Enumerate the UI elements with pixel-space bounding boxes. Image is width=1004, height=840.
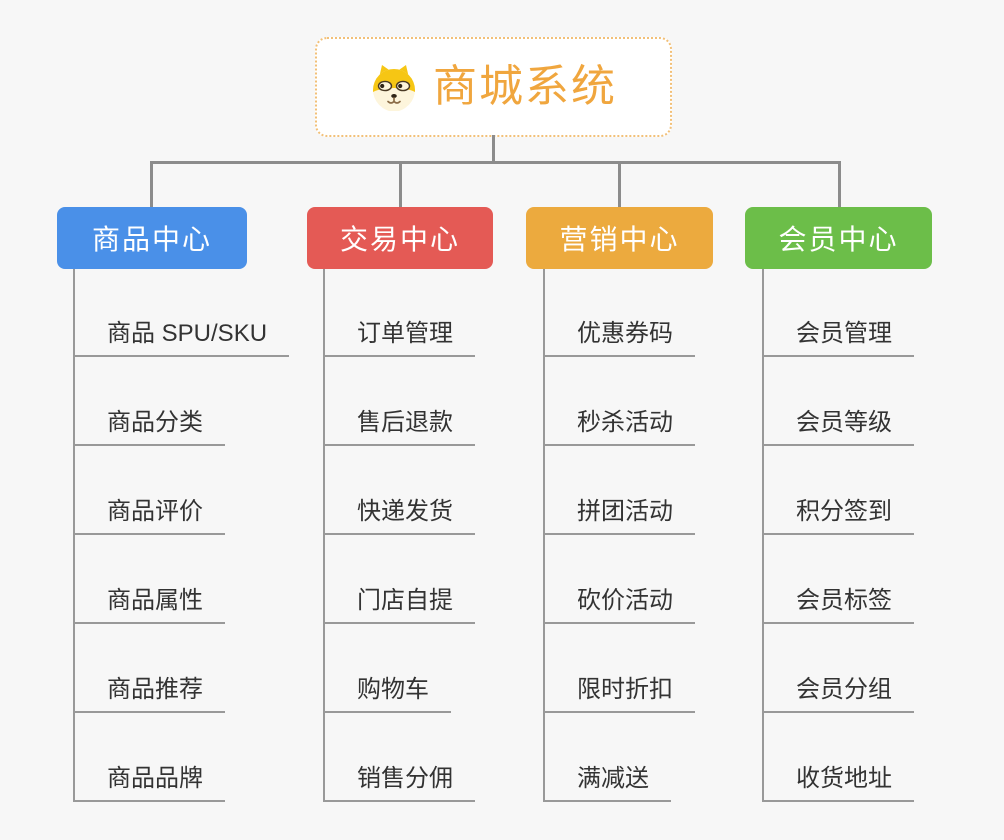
- leaf-node[interactable]: 快递发货: [323, 489, 475, 535]
- branch-node[interactable]: 营销中心: [526, 207, 713, 269]
- branch-node[interactable]: 会员中心: [745, 207, 932, 269]
- leaf-node[interactable]: 收货地址: [762, 756, 914, 802]
- leaf-node[interactable]: 会员等级: [762, 400, 914, 446]
- leaf-node[interactable]: 商品品牌: [73, 756, 225, 802]
- leaf-node[interactable]: 会员标签: [762, 578, 914, 624]
- leaf-node[interactable]: 订单管理: [323, 311, 475, 357]
- connector-branch-drop: [838, 161, 841, 208]
- leaf-node[interactable]: 优惠券码: [543, 311, 695, 357]
- root-node[interactable]: 商城系统: [315, 37, 672, 137]
- leaf-node[interactable]: 门店自提: [323, 578, 475, 624]
- leaf-node[interactable]: 商品推荐: [73, 667, 225, 713]
- leaf-node[interactable]: 商品属性: [73, 578, 225, 624]
- leaf-node[interactable]: 会员分组: [762, 667, 914, 713]
- leaf-node[interactable]: 会员管理: [762, 311, 914, 357]
- connector-branch-drop: [399, 161, 402, 208]
- connector-root-drop: [492, 135, 495, 163]
- leaf-node[interactable]: 商品 SPU/SKU: [73, 311, 290, 357]
- leaf-node[interactable]: 拼团活动: [543, 489, 695, 535]
- branch-node[interactable]: 商品中心: [57, 207, 247, 269]
- leaf-node[interactable]: 销售分佣: [323, 756, 475, 802]
- leaf-node[interactable]: 砍价活动: [543, 578, 695, 624]
- leaf-node[interactable]: 售后退款: [323, 400, 475, 446]
- branch-node[interactable]: 交易中心: [307, 207, 493, 269]
- leaf-node[interactable]: 满减送: [543, 756, 671, 802]
- connector-branch-drop: [150, 161, 153, 208]
- leaf-node[interactable]: 商品分类: [73, 400, 225, 446]
- connector-branch-drop: [618, 161, 621, 208]
- connector-horizontal-line: [150, 161, 841, 164]
- dog-face-icon: [370, 63, 418, 112]
- leaf-node[interactable]: 秒杀活动: [543, 400, 695, 446]
- leaf-node[interactable]: 积分签到: [762, 489, 914, 535]
- leaf-node[interactable]: 商品评价: [73, 489, 225, 535]
- root-title: 商城系统: [433, 62, 617, 111]
- leaf-node[interactable]: 限时折扣: [543, 667, 695, 713]
- leaf-node[interactable]: 购物车: [323, 667, 451, 713]
